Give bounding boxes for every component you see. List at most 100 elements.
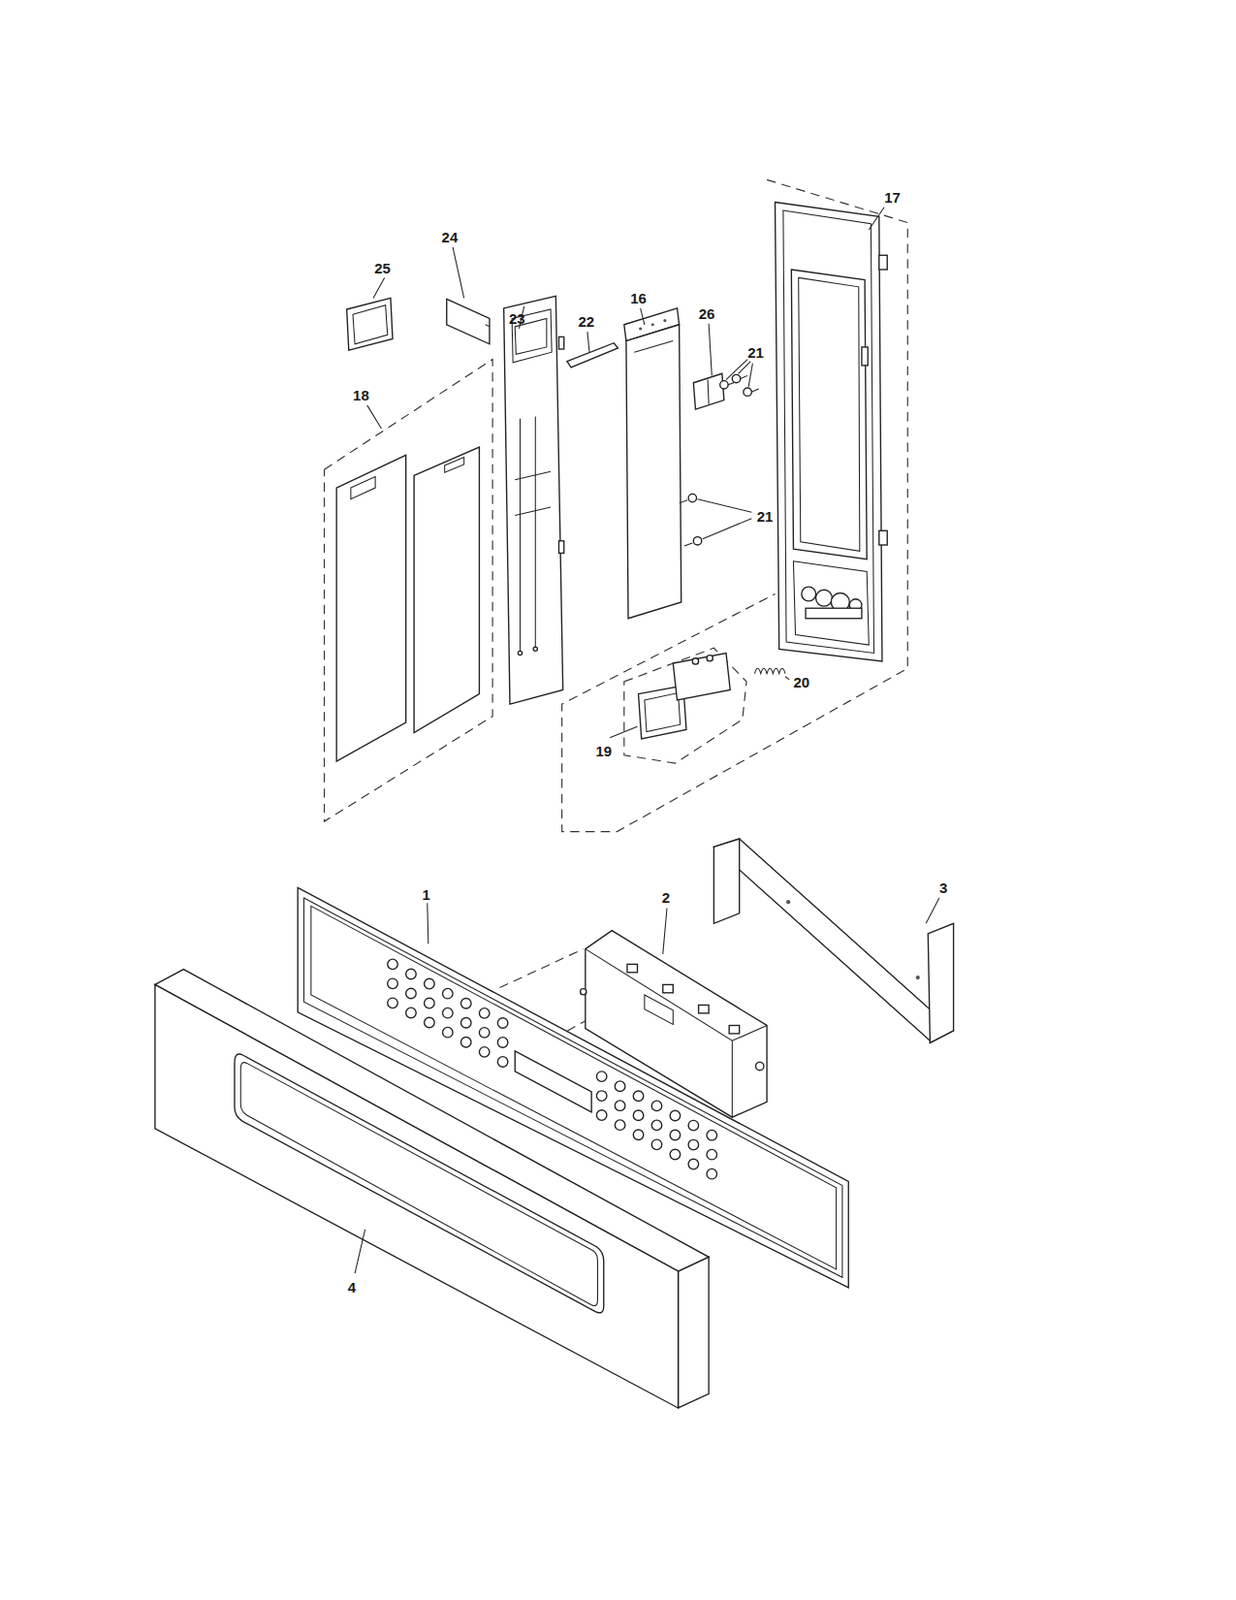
callout-number: 19 [594, 743, 613, 759]
membrane-sheets [336, 454, 407, 761]
control-panel [688, 1119, 699, 1131]
callout-number: 22 [577, 314, 597, 329]
control-panel [387, 958, 399, 970]
control-panel [669, 1109, 681, 1121]
control-panel [669, 1129, 681, 1141]
door-frame [879, 254, 888, 270]
control-panel [706, 1168, 718, 1179]
membrane-sheets [444, 457, 465, 474]
callout-number: 21 [746, 344, 765, 359]
trim-bracket [927, 922, 953, 1043]
door-frame [783, 210, 875, 654]
leader-line [663, 908, 667, 954]
trim-bracket [713, 838, 953, 1043]
control-panel [478, 1008, 490, 1019]
clock-board [580, 930, 768, 1118]
bracket [693, 373, 725, 410]
callout-number: 24 [441, 229, 460, 245]
leader-line [367, 405, 382, 429]
screw [743, 387, 752, 396]
screw [679, 374, 760, 546]
door-frame [791, 269, 867, 560]
control-panel [669, 1148, 681, 1160]
control-panel [443, 1026, 454, 1038]
screw [684, 542, 693, 546]
leader-line [640, 308, 645, 325]
control-board [638, 326, 642, 330]
control-board [626, 324, 682, 619]
door-frame [879, 530, 888, 545]
control-bracket [514, 507, 551, 515]
window-frame [347, 297, 393, 350]
control-panel [424, 1016, 436, 1028]
leader-line [373, 277, 385, 298]
control-bracket [519, 418, 521, 654]
leader-line [354, 207, 940, 1273]
membrane-sheets [336, 446, 479, 761]
leader-line [452, 247, 465, 299]
control-panel [706, 1129, 718, 1141]
control-panel [424, 997, 436, 1009]
control-bracket [517, 650, 522, 655]
control-panel [651, 1100, 663, 1111]
leader-line [587, 331, 590, 352]
control-panel [406, 968, 417, 980]
control-panel [596, 1071, 607, 1082]
front-trim [234, 1053, 604, 1313]
screw [731, 374, 740, 382]
control-panel [406, 1007, 417, 1018]
leader-line [427, 902, 429, 944]
control-panel [387, 997, 399, 1009]
light-pipe [567, 343, 619, 368]
callout-number: 3 [938, 880, 949, 895]
control-bracket [558, 540, 564, 554]
callout-number: 23 [507, 311, 527, 326]
control-panel [514, 1050, 592, 1112]
clock-board [585, 949, 767, 1042]
control-panel [497, 1017, 508, 1029]
window-frame [347, 297, 393, 350]
control-bracket [504, 295, 565, 704]
display-lens [446, 298, 490, 344]
leader-line [738, 361, 752, 375]
group-outline [324, 179, 909, 831]
control-panel [651, 1119, 663, 1131]
door-frame [798, 277, 860, 551]
control-panel [706, 1148, 718, 1160]
display-lens [446, 298, 490, 344]
callout-number: 1 [421, 886, 432, 901]
leader-line [868, 207, 885, 230]
door-frame [775, 202, 888, 662]
door-frame [775, 202, 883, 662]
leader-line [609, 726, 637, 738]
screw [720, 380, 729, 389]
clock-board [585, 930, 767, 1118]
control-panel [688, 1158, 699, 1170]
leader-line [925, 897, 940, 923]
control-panel [614, 1080, 626, 1092]
callout-number: 18 [351, 387, 371, 403]
control-panel [688, 1139, 699, 1150]
push-button [692, 658, 698, 665]
push-button [706, 655, 713, 662]
membrane-sheets [350, 476, 376, 500]
alignment-line [499, 949, 583, 988]
clock-board [728, 1024, 740, 1033]
front-trim [678, 1256, 710, 1408]
control-panel [497, 1056, 508, 1068]
leader-line [708, 323, 712, 377]
screw [679, 500, 688, 504]
front-trim [240, 1062, 598, 1306]
callout-number: 2 [661, 888, 671, 904]
leader-line [748, 363, 753, 387]
control-panel [596, 1109, 607, 1121]
leader-line [697, 499, 753, 513]
callout-number: 26 [697, 305, 717, 320]
control-panel [443, 1007, 454, 1018]
control-panel [614, 1119, 626, 1131]
door-frame [792, 561, 869, 645]
control-bracket [533, 646, 538, 651]
push-button [638, 653, 731, 739]
bracket [693, 373, 725, 410]
control-panel [614, 1100, 626, 1111]
